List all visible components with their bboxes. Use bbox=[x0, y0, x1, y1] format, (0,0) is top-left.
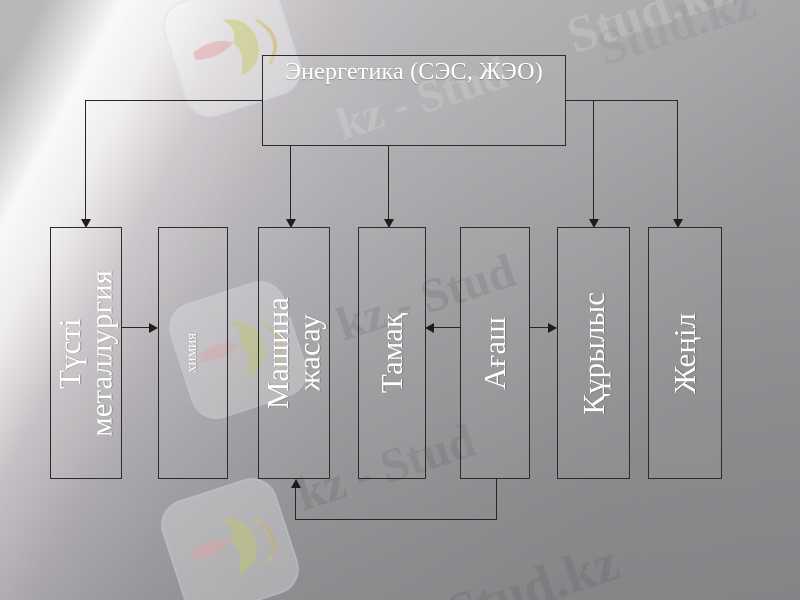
connector-line-title-to-qurylys bbox=[593, 100, 594, 223]
arrow-head-to-tamaq-side bbox=[425, 323, 434, 333]
node-qurylys[interactable]: Құрылыс bbox=[557, 227, 630, 479]
node-zhenil[interactable]: Жеңіл bbox=[648, 227, 722, 479]
node-himiya-label: химия bbox=[184, 333, 201, 373]
arrow-head-to-tusti-metallurgiya bbox=[81, 219, 91, 228]
connector-line-agash-to-tamaq bbox=[432, 327, 460, 328]
arrow-head-to-mashina-zhasau bbox=[286, 219, 296, 228]
node-zhenil-label: Жеңіл bbox=[667, 312, 703, 394]
connector-line-title-to-tamaq bbox=[388, 145, 389, 223]
node-tusti-metallurgiya[interactable]: Түсті металлургия bbox=[50, 227, 122, 479]
node-agash[interactable]: Ағаш bbox=[460, 227, 530, 479]
node-energetika-label: Энергетика (СЭС, ЖЭО) bbox=[285, 59, 543, 85]
node-tamaq-label: Тамақ bbox=[374, 312, 410, 394]
watermark-text: Stud.kz bbox=[560, 0, 739, 66]
connector-line-title-right bbox=[565, 100, 678, 101]
arrow-head-to-himiya bbox=[149, 323, 158, 333]
hummingbird-logo-icon bbox=[154, 471, 306, 600]
connector-line-agash-to-qurylys bbox=[530, 327, 556, 328]
arrow-head-to-qurylys-side bbox=[548, 323, 557, 333]
connector-line-title-to-zhenil bbox=[677, 100, 678, 223]
arrow-head-to-zhenil bbox=[673, 219, 683, 228]
connector-line-title-to-mashina bbox=[290, 145, 291, 223]
connector-line-metallurgiya-to-himiya bbox=[122, 327, 152, 328]
node-mashina-zhasau-label: Машина жасау bbox=[260, 296, 327, 410]
connector-line-bottom-loop bbox=[295, 519, 497, 520]
arrow-head-to-qurylys bbox=[589, 219, 599, 228]
connector-line-agash-down bbox=[496, 478, 497, 519]
watermark-text: Stud.kz bbox=[590, 0, 763, 77]
connector-line-title-left bbox=[85, 100, 263, 101]
node-tamaq[interactable]: Тамақ bbox=[358, 227, 426, 479]
node-qurylys-label: Құрылыс bbox=[575, 291, 611, 415]
connector-line-up-to-mashina bbox=[295, 488, 296, 519]
node-agash-label: Ағаш bbox=[477, 316, 513, 390]
watermark-text: Stud.kz bbox=[440, 531, 626, 600]
node-mashina-zhasau[interactable]: Машина жасау bbox=[258, 227, 330, 479]
node-himiya[interactable]: химия bbox=[158, 227, 228, 479]
connector-line-title-left-down bbox=[85, 100, 86, 223]
arrow-head-to-mashina-bottom bbox=[291, 479, 301, 488]
node-tusti-metallurgiya-label: Түсті металлургия bbox=[52, 269, 119, 437]
node-energetika[interactable]: Энергетика (СЭС, ЖЭО) bbox=[262, 55, 566, 146]
arrow-head-to-tamaq bbox=[384, 219, 394, 228]
